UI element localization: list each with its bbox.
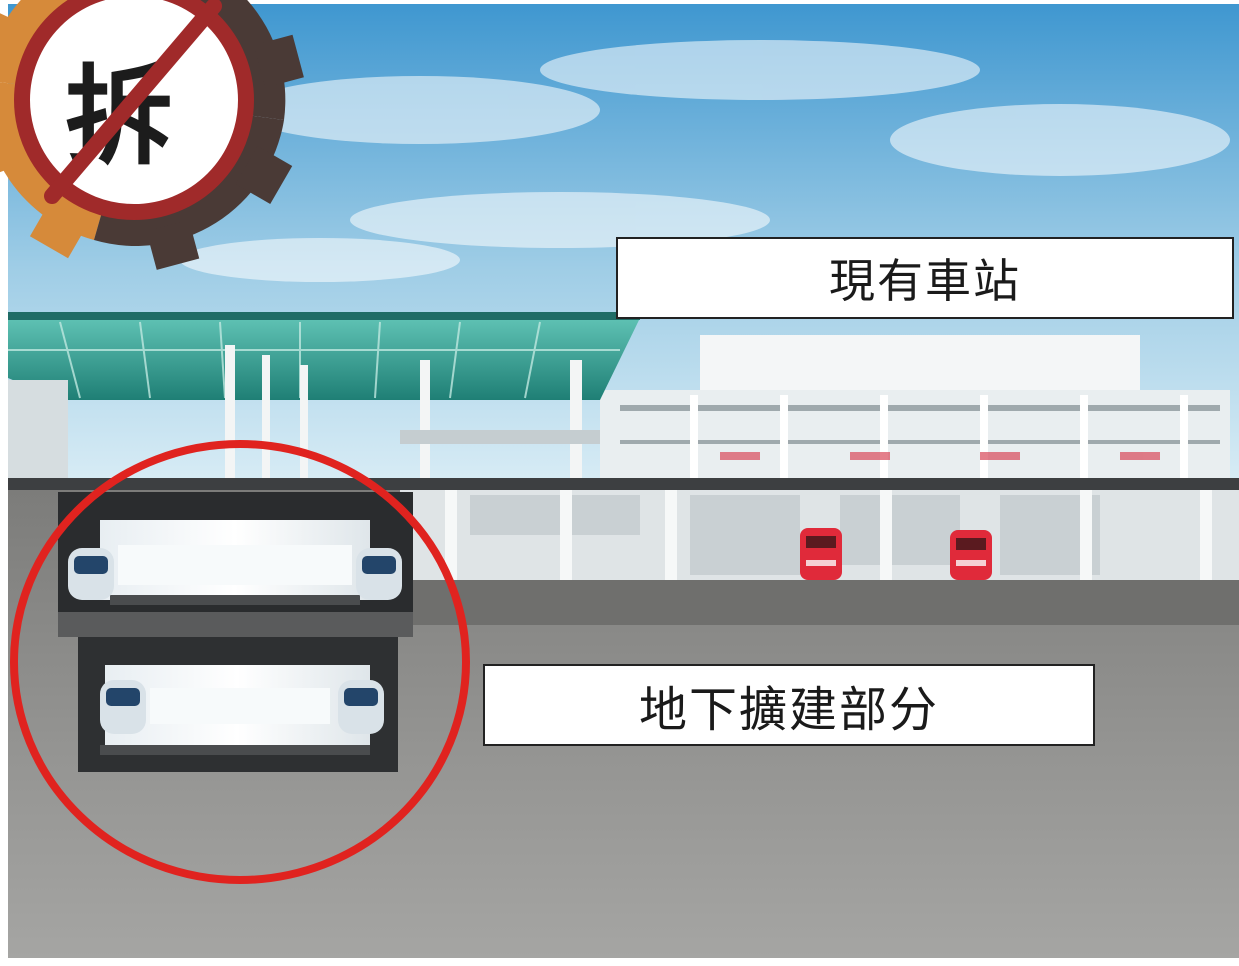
train-front-upper-right <box>356 548 402 600</box>
train-front-lower-left <box>100 680 146 734</box>
station-canopy <box>8 312 640 480</box>
underground-expansion-structure <box>58 492 413 772</box>
existing-station-label: 現有車站 <box>616 237 1234 319</box>
ground-slab <box>8 478 1239 492</box>
highlight-circle <box>10 440 470 884</box>
underground-expansion-label: 地下擴建部分 <box>483 664 1095 746</box>
red-train-2 <box>950 530 992 580</box>
station-building-right <box>600 335 1230 480</box>
clouds <box>180 40 1230 282</box>
red-train-1 <box>800 528 842 580</box>
train-front-upper-left <box>68 548 114 600</box>
train-front-lower-right <box>338 680 384 734</box>
demolish-character: 拆 <box>64 55 173 180</box>
existing-platforms <box>400 490 1239 625</box>
